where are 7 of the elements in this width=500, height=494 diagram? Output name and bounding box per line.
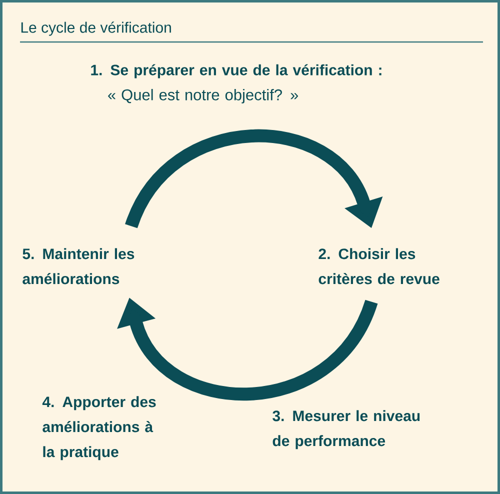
step-label: 5. Maintenir les améliorations xyxy=(22,248,134,284)
step-label: 2. Choisir les critères de revue xyxy=(318,248,440,284)
step-label: 4. Apporter des améliorations à la pratique xyxy=(42,396,156,460)
curved-arrow xyxy=(125,130,383,229)
step-label: 1. Se préparer en vue de la vérification : « Quel est notre objectif? » xyxy=(91,64,382,104)
step-label: 3. Mesurer le niveau de performance xyxy=(272,410,420,450)
title: Le cycle de vérification xyxy=(21,22,171,36)
